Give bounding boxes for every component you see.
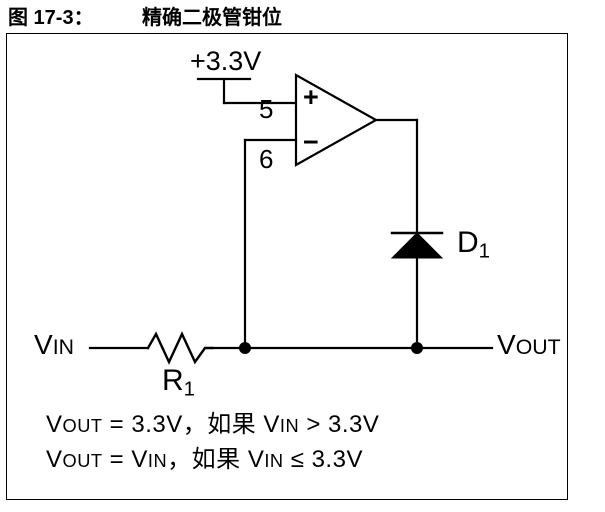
eq1-condition: > 3.3V <box>299 411 380 438</box>
figure-title: 精确二极管钳位 <box>142 7 282 29</box>
supply-voltage-label: +3.3V <box>190 46 262 76</box>
eq1-vout-v: V <box>46 411 63 438</box>
diode-designator: D1 <box>457 228 490 262</box>
eq1-vin-v: V <box>263 411 280 438</box>
figure-number-label: 图 17-3： <box>8 7 94 29</box>
eq2-vin2-sub: IN <box>264 450 284 471</box>
junction-dot-input-node <box>239 342 251 354</box>
eq1-vin-sub: IN <box>279 415 300 436</box>
figure-heading: 图 17-3： 精确二极管钳位 <box>0 4 605 34</box>
resistor-designator: R1 <box>162 366 195 400</box>
input-terminal-subscript: IN <box>52 335 74 359</box>
eq1-relation: = 3.3V，如果 <box>102 411 264 438</box>
resistor-designator-index: 1 <box>183 378 196 401</box>
junction-dot-output-node <box>411 342 423 354</box>
input-terminal-label: VIN <box>34 331 74 359</box>
opamp-pin-number-6: 6 <box>259 144 274 174</box>
eq2-vin-sub: IN <box>147 450 168 471</box>
output-terminal-subscript: OUT <box>515 335 561 359</box>
diode-designator-letter: D <box>457 226 479 259</box>
output-terminal-v: V <box>497 329 516 360</box>
output-terminal-label: VOUT <box>497 331 561 359</box>
opamp-pin-number-5: 5 <box>259 94 274 124</box>
opamp-triangle <box>294 73 379 167</box>
equation-line-2: VOUT = VIN，如果 VIN ≤ 3.3V <box>46 443 526 478</box>
opamp-noninverting-sign: + <box>303 82 319 112</box>
diode-designator-index: 1 <box>478 240 491 263</box>
diode-body <box>390 232 444 259</box>
eq1-vout-sub: OUT <box>62 415 103 436</box>
eq2-vin2-v: V <box>247 446 265 473</box>
resistor-designator-letter: R <box>162 364 184 397</box>
equation-block: VOUT = 3.3V，如果 VIN > 3.3V VOUT = VIN，如果 … <box>46 408 526 478</box>
eq2-vout-v: V <box>46 446 63 473</box>
diagram-frame <box>6 33 568 500</box>
eq2-vin-v: V <box>131 446 148 473</box>
resistor-zigzag <box>146 331 214 365</box>
opamp-inverting-sign: − <box>303 127 319 157</box>
input-terminal-v: V <box>34 329 53 360</box>
eq2-vout-sub: OUT <box>62 450 103 471</box>
equation-line-1: VOUT = 3.3V，如果 VIN > 3.3V <box>46 408 526 443</box>
eq2-condition2: ≤ 3.3V <box>283 446 363 473</box>
eq2-condition: ，如果 <box>167 446 248 473</box>
eq2-relation: = <box>102 446 132 473</box>
